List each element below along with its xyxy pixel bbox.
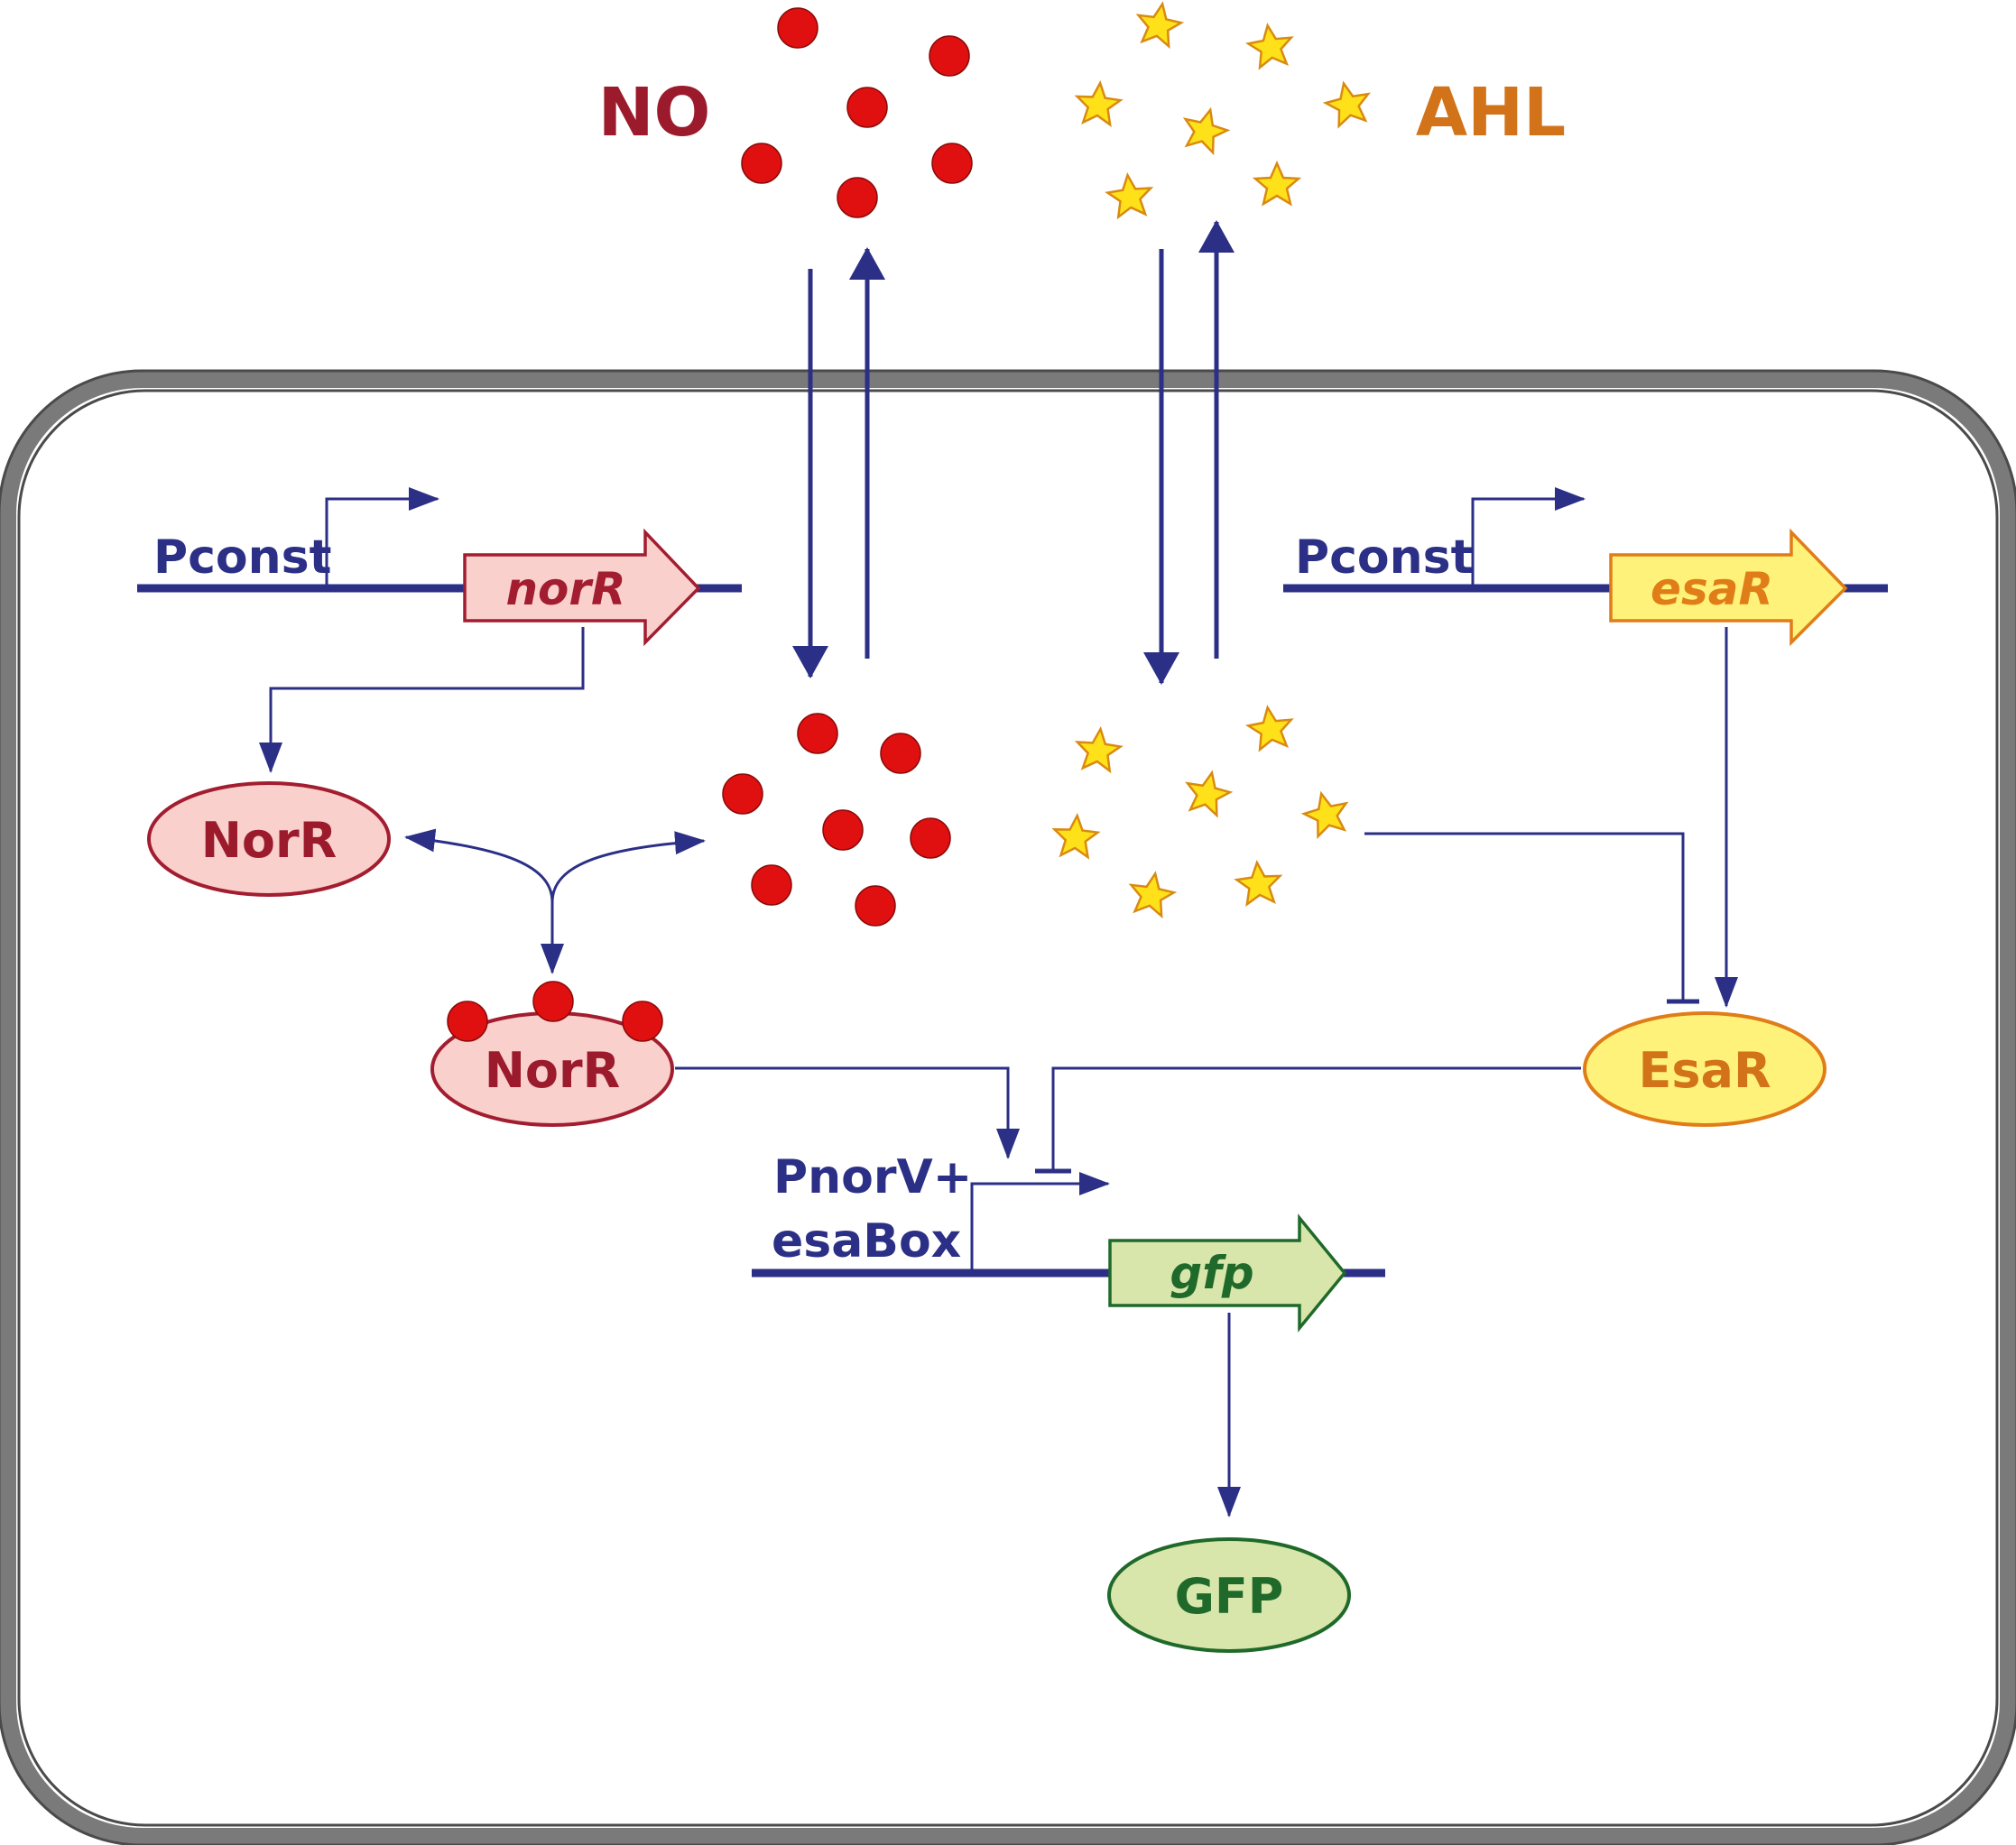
ahl-star: [1074, 79, 1124, 127]
norR-protein: [147, 781, 391, 897]
no-molecule: [777, 7, 818, 49]
gfp-gene-arrow: [1108, 1213, 1347, 1333]
no-molecule: [880, 733, 921, 774]
norR-no-binding-arrows: [404, 828, 706, 974]
no-molecule: [722, 773, 763, 815]
external-ahl-molecules: [1074, 0, 1375, 219]
transport-arrows: [792, 220, 1235, 685]
no-molecule: [837, 177, 878, 218]
promoter-arrow-gfp: [970, 1172, 1110, 1273]
gfp-gene-cassette: PnorV+ esaBox gfp: [752, 1150, 1385, 1333]
ahl-star: [1244, 21, 1296, 70]
no-molecule: [797, 713, 838, 754]
esaR-protein-label: EsaR: [1638, 1042, 1771, 1099]
norR-gene-label: norR: [505, 563, 625, 615]
no-molecule: [751, 864, 792, 906]
binding-arrow-to-norR: [404, 828, 554, 903]
no-molecule: [741, 143, 782, 184]
no-molecule: [910, 817, 951, 859]
norR-gene-arrow: [463, 528, 701, 647]
bound-no-molecule: [447, 1001, 488, 1042]
ahl-star: [1133, 0, 1186, 50]
no-molecule: [931, 143, 973, 184]
ahl-star: [1253, 161, 1300, 206]
promoter-arrow-left: [325, 487, 439, 588]
cell-membrane-outer: [0, 369, 2016, 1845]
promoter-label-line1: PnorV+: [773, 1150, 972, 1204]
esaR-gene-cassette: Pconst esaR: [1283, 487, 1888, 647]
ahl-star: [1178, 103, 1233, 156]
no-molecule: [846, 87, 888, 128]
no-molecule: [822, 809, 864, 851]
external-no-molecules: [741, 7, 973, 218]
norR-bound-label: NorR: [485, 1042, 621, 1099]
gfp-gene-label: gfp: [1170, 1247, 1253, 1299]
promoter-label-line2: esaBox: [772, 1214, 961, 1268]
norR-activates-promoter: [675, 1066, 1020, 1159]
pconst-left-label: Pconst: [153, 530, 332, 585]
ahl-star: [1321, 78, 1375, 129]
gfp-protein-label: GFP: [1175, 1568, 1284, 1625]
pconst-right-label: Pconst: [1295, 530, 1474, 585]
esaR-protein: [1583, 1011, 1826, 1127]
norR-expression-arrow: [259, 627, 585, 773]
bound-no-molecule: [622, 1001, 663, 1042]
esaR-gene-arrow: [1609, 528, 1848, 647]
esaR-gene-label: esaR: [1651, 563, 1773, 615]
no-label: NO: [598, 74, 711, 152]
binding-arrow-to-no: [550, 831, 706, 903]
promoter-arrow-right: [1471, 487, 1586, 588]
norR-gene-cassette: Pconst norR: [137, 487, 742, 647]
norR-no-complex: NorR: [430, 981, 674, 1127]
gfp-protein: [1107, 1537, 1351, 1653]
ahl-star: [1105, 171, 1155, 219]
ahl-inhibits-esaR: [1364, 832, 1685, 1001]
no-molecule: [929, 35, 970, 77]
no-molecule: [855, 885, 896, 927]
esaR-represses-promoter: [1051, 1066, 1581, 1171]
bound-no-molecule: [532, 981, 574, 1022]
internal-no-molecules: [722, 713, 951, 927]
ahl-label: AHL: [1416, 74, 1566, 152]
norR-protein-label: NorR: [201, 812, 338, 869]
